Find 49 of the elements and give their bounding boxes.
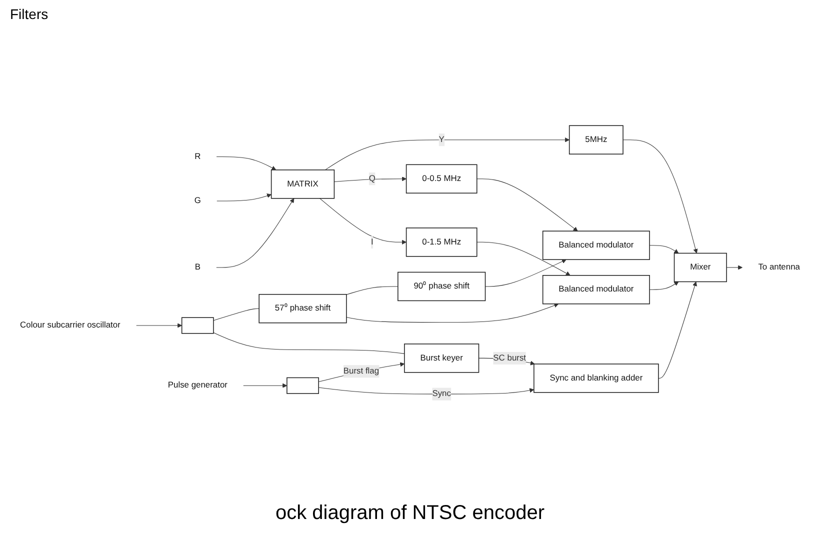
node-box: Balanced modulator (542, 230, 650, 260)
arrow (476, 178, 578, 232)
node-box: Sync and blanking adder (534, 364, 659, 393)
arrow (726, 265, 743, 270)
arrow (243, 383, 288, 388)
connector (213, 332, 405, 354)
arrow (136, 323, 182, 328)
arrow (318, 362, 405, 382)
connector (213, 308, 260, 321)
node-box (181, 317, 214, 334)
node-box: 5MHz (568, 125, 624, 154)
node-box: 0-1.5 MHz (406, 228, 478, 257)
node-box: Burst keyer (404, 344, 480, 373)
arrow (320, 198, 407, 244)
arrow (216, 194, 272, 202)
arrow (216, 156, 276, 170)
arrow (334, 176, 407, 182)
arrow (476, 242, 570, 276)
node-text: G (194, 196, 201, 206)
node-text: Colour subcarrier oscillator (20, 320, 120, 330)
arrow (324, 138, 570, 170)
edge-label: I (371, 237, 374, 246)
node-box: Mixer (674, 252, 727, 282)
arrow (485, 259, 566, 287)
node-text: To antenna (758, 262, 800, 272)
edge-label: SC burst (493, 353, 526, 362)
arrow (216, 198, 294, 268)
arrow (649, 245, 679, 254)
note-text: Filters (10, 6, 48, 22)
edge-label: Y (438, 135, 444, 144)
node-box: MATRIX (270, 170, 335, 199)
node-box: 57⁰ phase shift (258, 294, 347, 324)
node-box: Balanced modulator (542, 275, 650, 304)
edge-label: Sync (432, 389, 451, 398)
arrow (318, 387, 534, 394)
caption: ock diagram of NTSC encoder (274, 502, 546, 525)
node-text: R (194, 152, 201, 161)
arrow (622, 140, 698, 254)
edge-label: Burst flag (343, 366, 380, 376)
arrow (346, 303, 559, 323)
edge-label: Q (368, 174, 376, 184)
arrow (658, 282, 698, 378)
node-text: B (194, 262, 200, 272)
node-text: Pulse generator (168, 380, 228, 390)
node-box: 0-0.5 MHz (406, 164, 478, 194)
node-box: 90⁰ phase shift (398, 272, 486, 302)
arrow (649, 282, 679, 290)
node-box (286, 377, 319, 394)
connector (346, 286, 398, 295)
